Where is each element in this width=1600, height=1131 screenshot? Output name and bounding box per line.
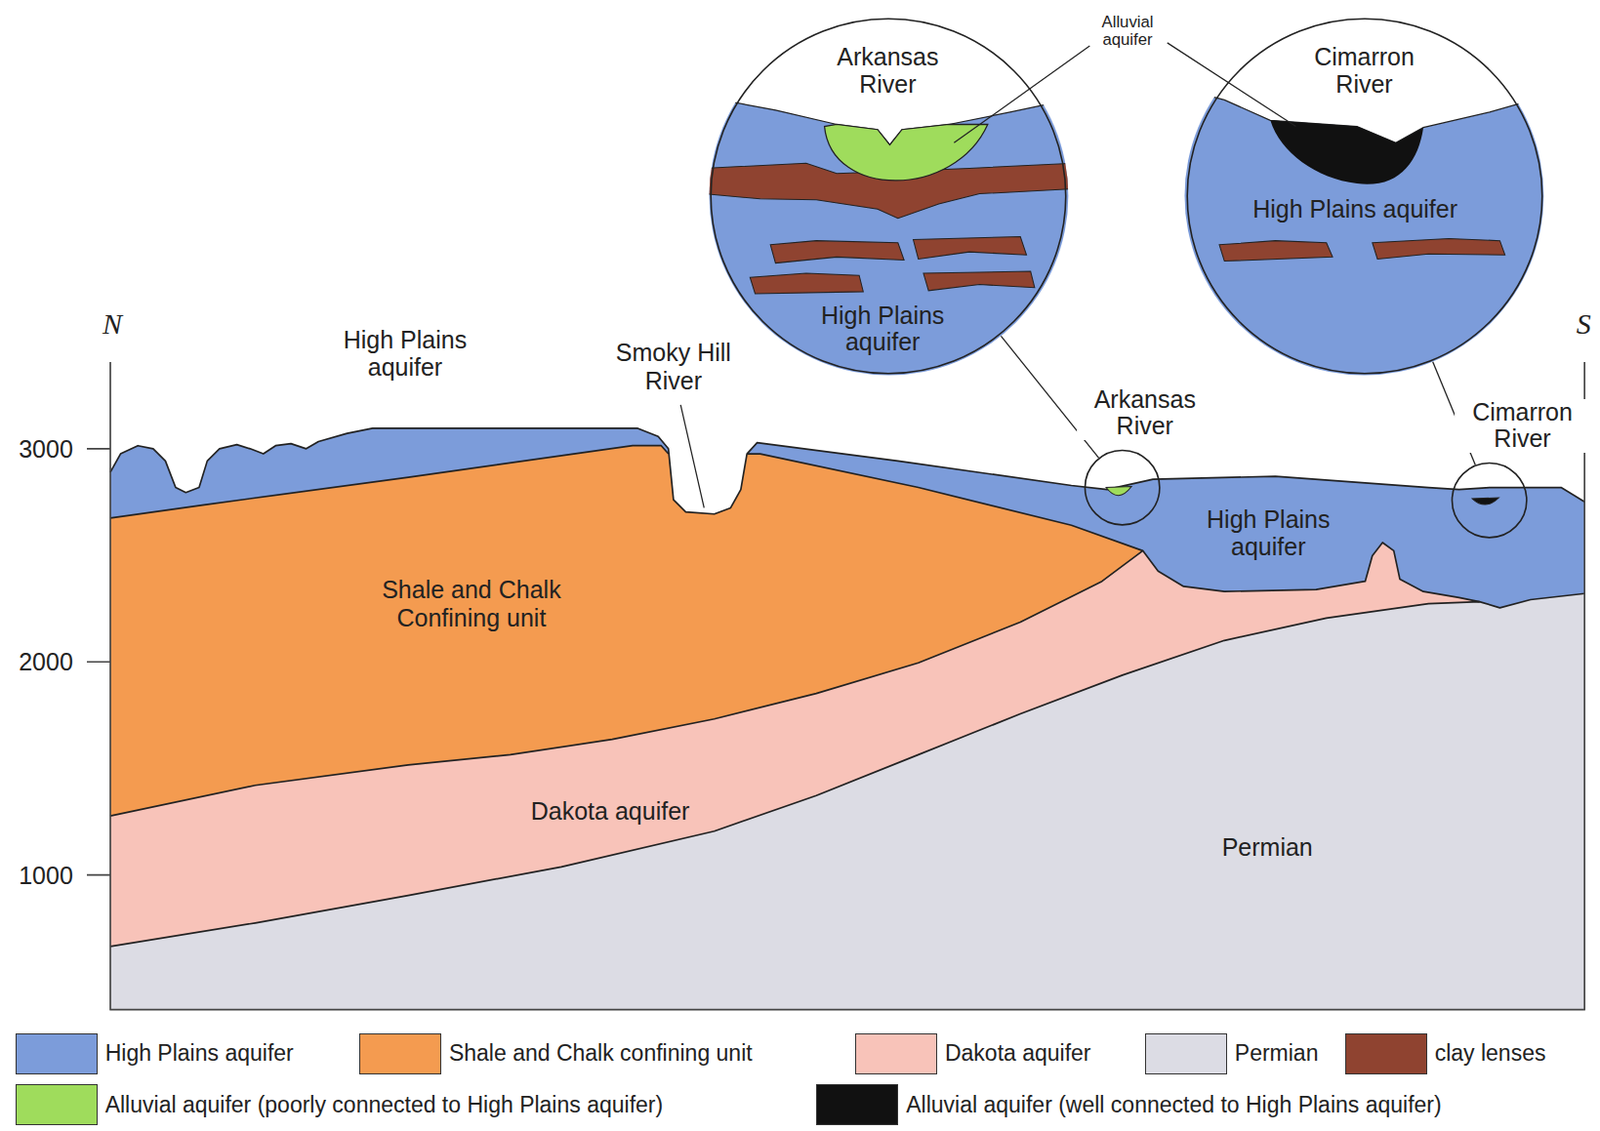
clay-lens — [923, 271, 1035, 291]
axis-tick-label: 3000 — [18, 435, 74, 464]
legend-swatch — [1345, 1033, 1428, 1075]
clay-lens — [749, 273, 863, 294]
unit-label: High Plains aquifer — [806, 301, 960, 356]
dakota-top-line — [110, 542, 1480, 817]
axis-tick-label: 1000 — [18, 861, 74, 890]
legend-text: Permian — [1234, 1040, 1319, 1067]
river-label: Cimarron River — [1298, 43, 1432, 98]
legend-item: Shale and Chalk confining unit — [359, 1033, 753, 1075]
legend-text: High Plains aquifer — [105, 1040, 294, 1067]
river-label: Smoky Hill River — [596, 339, 750, 397]
inset-circle: Cimarron RiverHigh Plains aquifer — [1185, 16, 1545, 376]
alluvial-aquifer-poor — [824, 124, 988, 181]
unit-label: Shale and Chalk Confining unit — [364, 575, 579, 633]
legend-swatch — [816, 1084, 899, 1126]
alluvial-aquifer-well — [1270, 120, 1424, 184]
leader-line — [953, 45, 1090, 143]
river-label: Cimarron River — [1454, 399, 1592, 453]
clay-lens — [913, 236, 1027, 259]
callout-label: Alluvial aquifer — [1086, 14, 1169, 49]
legend-item: Alluvial aquifer (well connected to High… — [816, 1084, 1441, 1126]
legend-item: Permian — [1145, 1033, 1319, 1075]
unit-label: Dakota aquifer — [531, 797, 691, 826]
clay-lens — [1372, 239, 1506, 260]
shale-top-line — [110, 446, 1144, 552]
arkansas-inset — [703, 9, 1082, 388]
legend-item: Alluvial aquifer (poorly connected to Hi… — [15, 1084, 663, 1126]
permian-top-line — [110, 593, 1585, 947]
unit-label: High Plains aquifer — [1191, 505, 1346, 563]
legend-item: High Plains aquifer — [15, 1033, 294, 1075]
axis-ticks — [86, 449, 111, 876]
legend-text: Dakota aquifer — [944, 1040, 1092, 1067]
legend-text: clay lenses — [1435, 1040, 1547, 1067]
clay-lens — [1219, 241, 1333, 262]
high-plains-layer — [1173, 86, 1561, 388]
circle-outline — [711, 18, 1067, 374]
legend-swatch — [15, 1033, 98, 1075]
shale-chalk-layer — [110, 446, 1144, 817]
river-label: Arkansas River — [820, 43, 954, 98]
unit-label: High Plains aquifer — [1212, 197, 1499, 225]
compass-label: S — [1576, 307, 1592, 342]
axis-tick-label: 2000 — [18, 648, 74, 677]
legend-item: clay lenses — [1345, 1033, 1547, 1075]
circle-outline — [1187, 18, 1543, 374]
compass-label: N — [102, 307, 123, 342]
circle-outline — [1452, 462, 1527, 537]
high-plains-layer — [110, 428, 1585, 1011]
legend-swatch — [15, 1084, 98, 1126]
circle-outline — [1085, 450, 1160, 525]
legend-swatch — [1145, 1033, 1228, 1075]
locator-circle: Cimarron River — [1451, 462, 1527, 538]
alluvial-aquifer-well — [1472, 497, 1499, 505]
unit-label: High Plains aquifer — [328, 326, 483, 383]
leader-line — [1167, 42, 1297, 127]
section-frame — [110, 362, 1585, 1011]
clay-lens — [770, 241, 904, 264]
locator-circle: Arkansas River — [1084, 450, 1160, 526]
legend-item: Dakota aquifer — [855, 1033, 1092, 1075]
sky — [703, 9, 1082, 388]
river-label: Arkansas River — [1076, 386, 1214, 441]
cimarron-inset — [1173, 9, 1561, 388]
legend-swatch — [855, 1033, 938, 1075]
ground-surface-line — [110, 428, 1585, 515]
legend-text: Alluvial aquifer (well connected to High… — [905, 1092, 1441, 1119]
legend-text: Shale and Chalk confining unit — [449, 1040, 753, 1067]
alluvial-aquifer-poor — [1106, 487, 1132, 496]
legend-text: Alluvial aquifer (poorly connected to Hi… — [105, 1092, 663, 1119]
high-plains-layer — [703, 96, 1082, 388]
unit-label: Permian — [1222, 832, 1313, 862]
inset-circle: Arkansas RiverHigh Plains aquifer — [708, 16, 1068, 376]
leader-line — [680, 405, 704, 509]
circle-outline — [1084, 450, 1160, 526]
legend-swatch — [359, 1033, 442, 1075]
circle-outline — [1451, 462, 1527, 538]
